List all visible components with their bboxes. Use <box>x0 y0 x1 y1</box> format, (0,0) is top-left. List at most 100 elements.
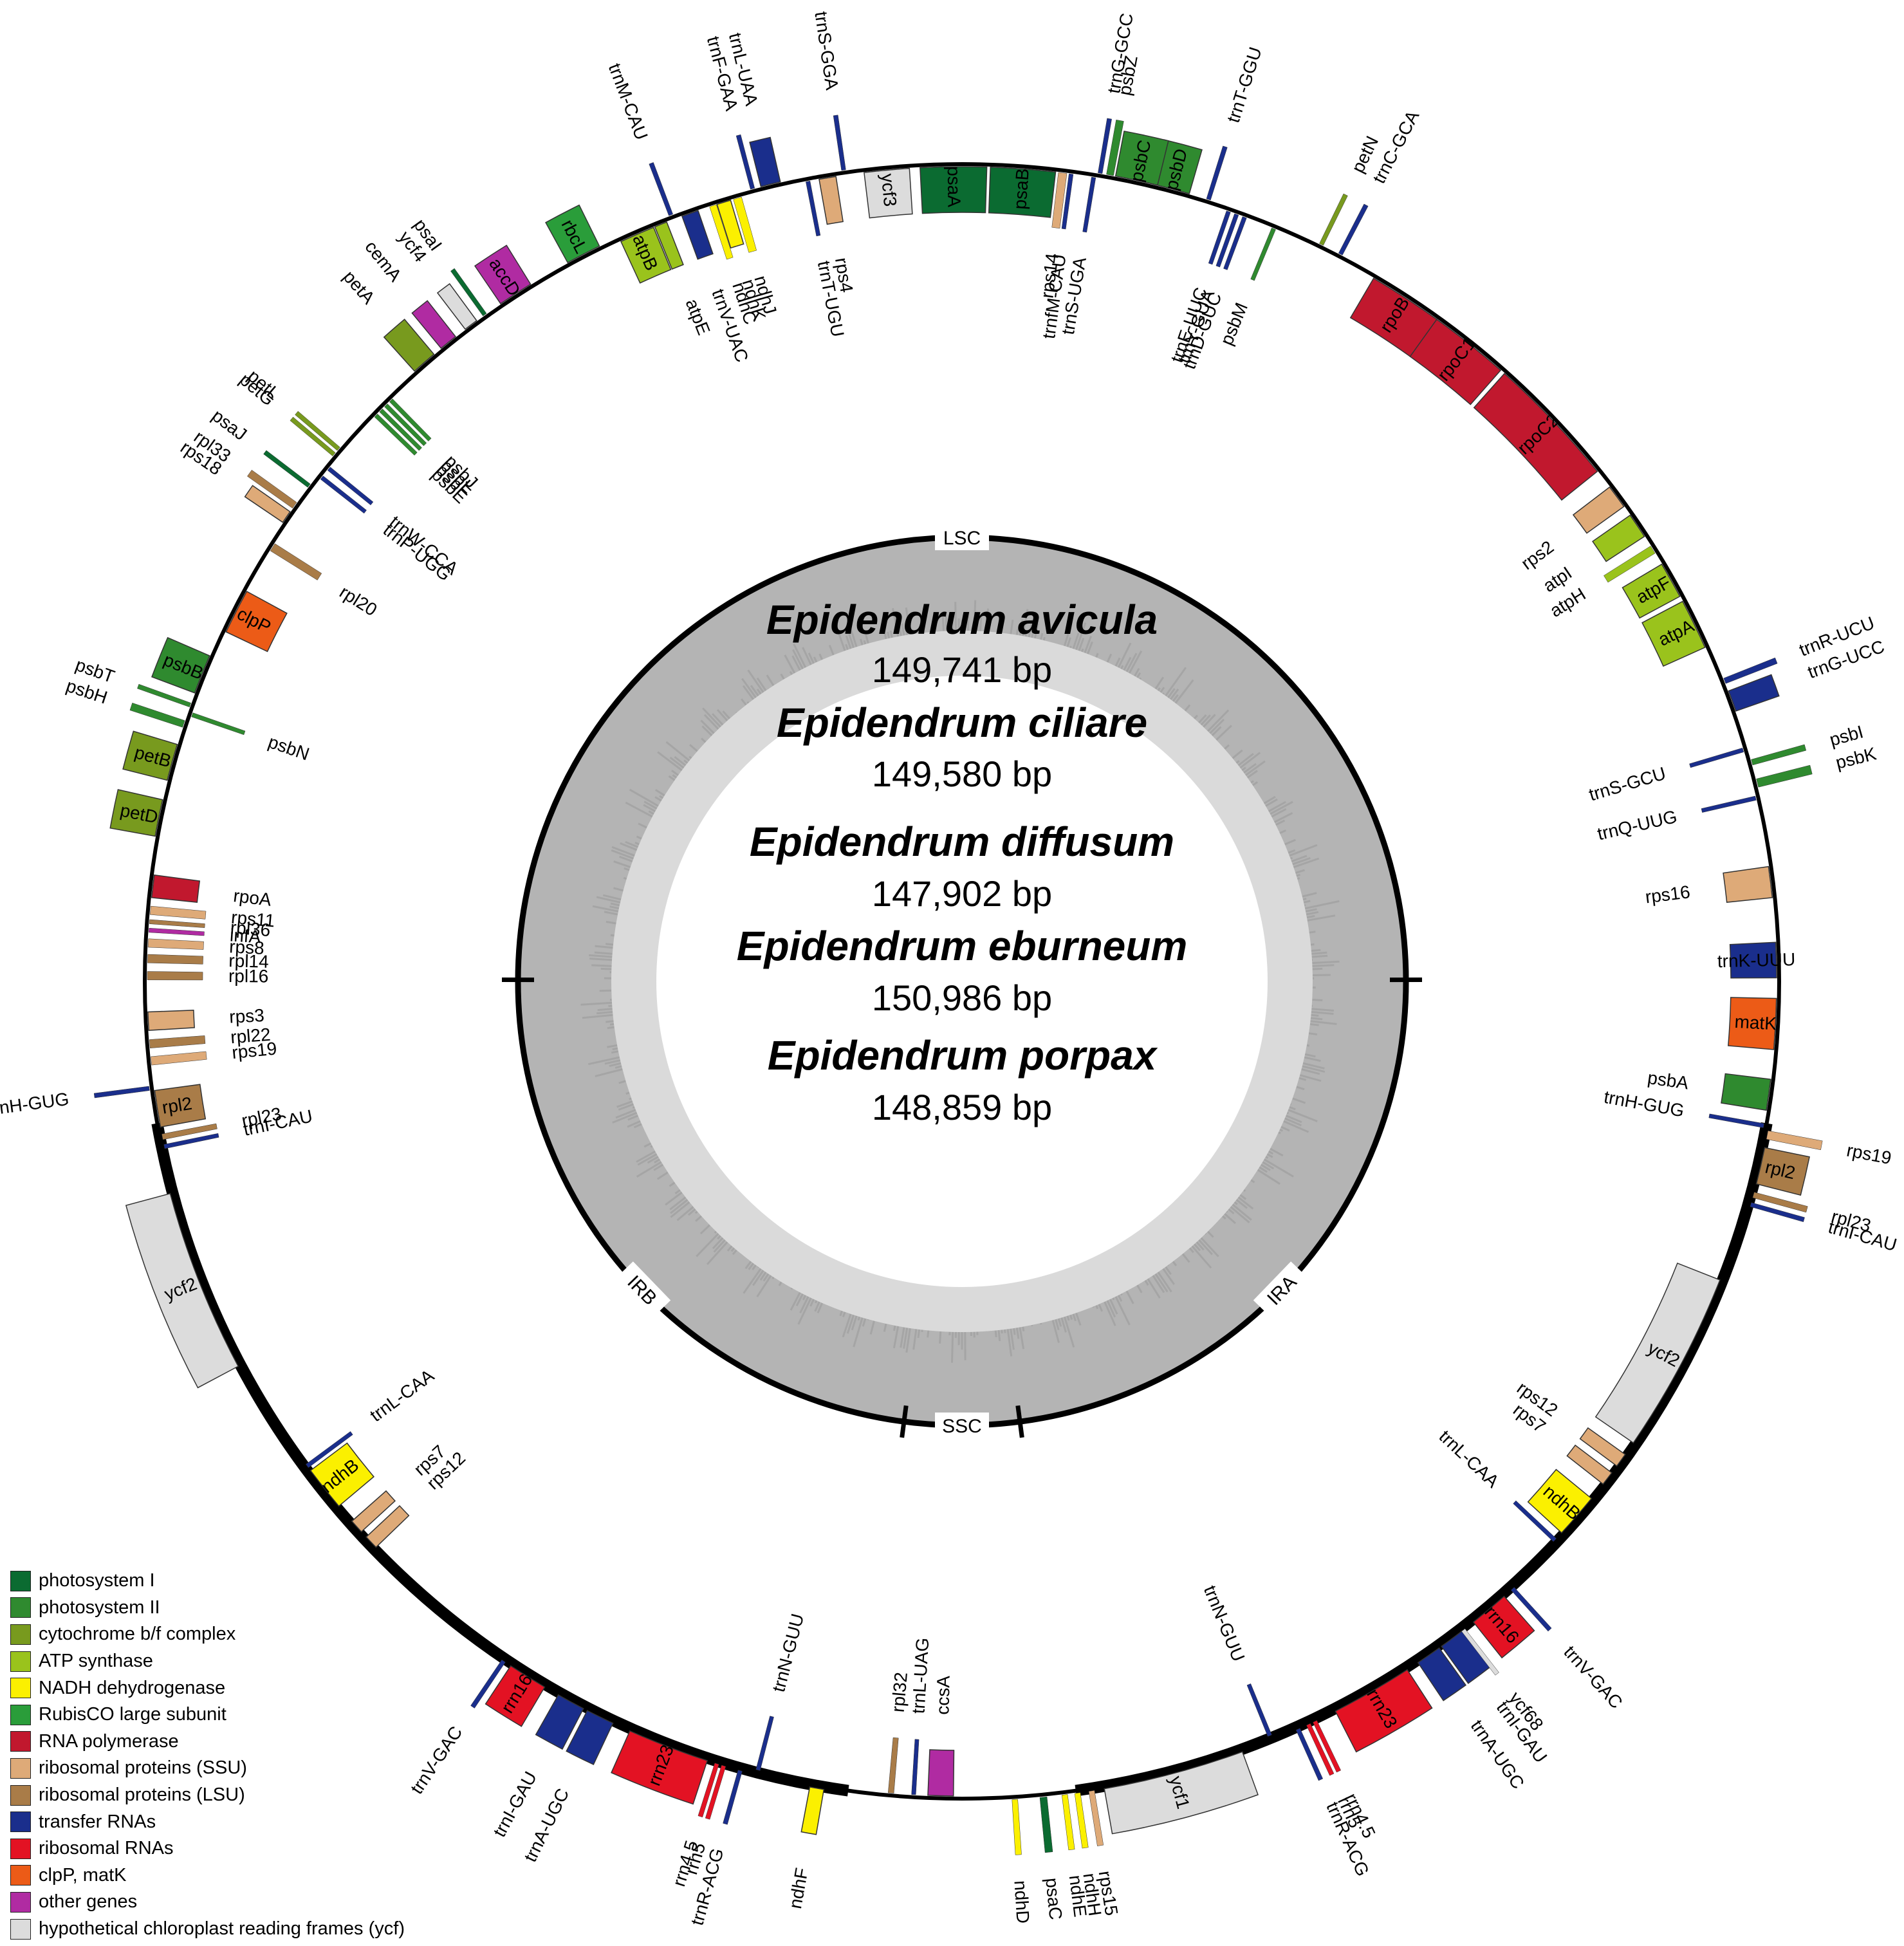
gene-ndhf <box>800 1786 825 1835</box>
gene-label: trnS-GGA <box>811 10 842 91</box>
gene-trnh-gug <box>93 1086 150 1098</box>
gene-rrn4-5 <box>698 1763 719 1818</box>
legend-swatch <box>10 1678 31 1699</box>
region-boundary-tick <box>1015 1405 1024 1438</box>
region-label-ssc: SSC <box>935 1413 989 1438</box>
legend-swatch <box>10 1784 31 1806</box>
gene-rpl2 <box>154 1084 207 1128</box>
legend-item: RNA polymerase <box>10 1728 405 1756</box>
legend-item: cytochrome b/f complex <box>10 1621 405 1648</box>
legend-swatch <box>10 1918 31 1940</box>
gene-matk <box>1727 997 1777 1050</box>
gene-rrn23 <box>1335 1669 1433 1753</box>
gene-label: trnL-CAA <box>1436 1426 1503 1492</box>
gene-label: rps19 <box>231 1038 278 1062</box>
gene-rps2 <box>1572 486 1625 534</box>
gene-trnp-ugg <box>320 476 367 514</box>
gene-trni-cau <box>1750 1202 1805 1223</box>
gene-atpb <box>620 227 672 284</box>
gene-label: matK <box>1734 1012 1777 1033</box>
legend-swatch <box>10 1891 31 1913</box>
gene-trnn-guu <box>755 1716 774 1771</box>
gene-atpe <box>654 221 684 270</box>
gene-accd <box>474 245 531 304</box>
legend-swatch <box>10 1812 31 1833</box>
gene-rpl22 <box>149 1035 206 1048</box>
gene-ccsa <box>927 1749 955 1797</box>
gene-rpl2 <box>1755 1147 1810 1196</box>
legend-label: cytochrome b/f complex <box>39 1624 236 1645</box>
legend-swatch <box>10 1731 31 1752</box>
gene-psbi <box>1751 744 1807 766</box>
gene-trnn-guu <box>1246 1683 1272 1737</box>
gene-petd <box>109 789 163 837</box>
gene-label: psbN <box>266 732 312 764</box>
gene-clpp <box>225 590 288 653</box>
gene-label: rpoA <box>232 885 273 910</box>
gene-label: rps2 <box>1517 537 1557 573</box>
gene-rps19 <box>151 1051 207 1066</box>
gene-trna-ugc <box>566 1710 614 1765</box>
legend-swatch <box>10 1757 31 1779</box>
gene-atph <box>1604 546 1656 583</box>
gene-psbj <box>389 398 432 441</box>
gene-petl <box>295 411 340 451</box>
gene-ndhh <box>1074 1792 1089 1849</box>
gene-psbe <box>374 413 418 456</box>
gene-label: ycf3 <box>878 172 901 207</box>
gene-trnfm-cau <box>1061 173 1074 230</box>
gene-label: ndhD <box>1010 1880 1033 1924</box>
gene-label: trnM-CAU <box>605 60 652 142</box>
gene-psbf <box>379 408 422 451</box>
legend-label: RubisCO large subunit <box>39 1704 226 1725</box>
legend-item: clpP, matK <box>10 1862 405 1889</box>
gene-label: trnQ-UUG <box>1595 806 1679 844</box>
legend-item: transfer RNAs <box>10 1808 405 1835</box>
species-name: Epidendrum ciliare <box>777 700 1147 746</box>
gene-trng-gcc <box>1098 118 1112 174</box>
gene-label: psbK <box>1834 743 1879 773</box>
gene-rps8 <box>147 938 204 950</box>
gene-label: trnV-GAC <box>1560 1642 1626 1712</box>
genome-size: 150,986 bp <box>872 978 1052 1018</box>
gene-trnf-gaa <box>735 134 755 190</box>
gene-trnq-uug <box>1701 795 1757 813</box>
gc-content-track <box>518 537 1406 1425</box>
gene-psbc <box>1114 130 1169 186</box>
legend-label: photosystem I <box>39 1570 155 1591</box>
gene-label: trnN-GUU <box>768 1611 808 1694</box>
gene-psba <box>1721 1073 1771 1111</box>
gene-label: rpl36 <box>230 918 271 940</box>
genome-size: 149,580 bp <box>872 754 1052 794</box>
gene-psai <box>450 268 487 317</box>
gene-label: trnK-UUU <box>1717 949 1796 971</box>
gene-rpoa <box>151 874 201 903</box>
gene-rps12 <box>1579 1427 1626 1467</box>
gene-label: rpl22 <box>230 1024 271 1048</box>
gene-petb <box>122 730 178 781</box>
gene-rpl20 <box>270 543 322 580</box>
legend-item: ribosomal proteins (LSU) <box>10 1782 405 1809</box>
gene-label: infA <box>229 925 261 947</box>
gene-psbh <box>129 703 185 728</box>
gene-rrn4-5 <box>1313 1720 1342 1773</box>
legend-label: transfer RNAs <box>39 1811 156 1832</box>
legend-label: NADH dehydrogenase <box>39 1677 226 1698</box>
gene-atpi <box>1592 514 1645 562</box>
genome-size: 149,741 bp <box>872 649 1052 690</box>
ira-arc <box>1075 1122 1773 1797</box>
gene-label: psbI <box>1827 721 1865 750</box>
gene-trni-gau <box>535 1694 584 1750</box>
gene-trnl-caa <box>305 1431 353 1469</box>
legend-label: hypothetical chloroplast reading frames … <box>39 1918 405 1940</box>
legend-item: ribosomal proteins (SSU) <box>10 1755 405 1782</box>
gene-rpl36 <box>149 919 205 928</box>
gene-psac <box>1039 1796 1053 1853</box>
gene-label: rps3 <box>229 1005 265 1027</box>
gene-label: rpl20 <box>336 582 380 620</box>
gene-rrn5 <box>705 1765 726 1820</box>
gene-label: psaC <box>1042 1877 1066 1921</box>
gene-trni-gau <box>1441 1630 1491 1684</box>
gene-petn <box>1319 193 1348 246</box>
